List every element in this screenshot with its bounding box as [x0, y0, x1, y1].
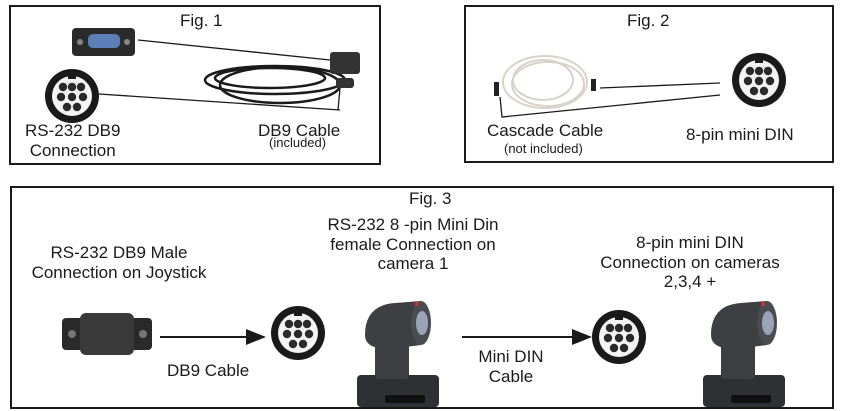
mini-din-connector-fig1 — [45, 69, 99, 123]
fig3-cameras-label-line1: 8-pin mini DIN — [636, 233, 744, 252]
fig1-frame — [9, 5, 381, 165]
fig3-cameras-label-line3: 2,3,4 + — [663, 272, 717, 292]
leader-line — [337, 87, 341, 111]
fig3-joystick-label-line1: RS-232 DB9 Male — [50, 243, 188, 262]
db9-female-port-image — [72, 28, 135, 56]
fig1-cable-note: (included) — [269, 135, 327, 150]
fig3-mini-din-cable-line2: Cable — [488, 366, 534, 386]
mini-din-connector-camera1 — [271, 306, 325, 360]
mini-din-connector-fig2 — [732, 53, 786, 107]
fig2-cable-note: (not included) — [504, 141, 583, 156]
fig3-camera1-label-line1: RS-232 8 -pin Mini Din — [327, 215, 499, 234]
fig1-port-label: RS-232 DB9 Connection — [25, 121, 120, 160]
fig3-camera1-label-line3: camera 1 — [377, 254, 449, 274]
leader-line — [499, 94, 721, 118]
fig1-cable-label: DB9 Cable — [258, 121, 341, 140]
fig1-port-label-line2: Connection — [29, 140, 116, 160]
fig2-cable-label: Cascade Cable — [487, 121, 604, 140]
fig3-mini-din-cable-label: Mini DIN Cable — [466, 347, 556, 386]
db9-cable-image — [203, 52, 360, 105]
fig1-port-label-line1: RS-232 DB9 — [25, 121, 121, 140]
cascade-cable-image — [494, 55, 596, 109]
fig2-frame — [464, 5, 834, 163]
fig3-joystick-label: RS-232 DB9 Male Connection on Joystick — [17, 243, 221, 282]
fig3-camera1-label: RS-232 8 -pin Mini Din female Connection… — [318, 215, 508, 274]
fig3-title: Fig. 3 — [409, 189, 452, 208]
fig3-db9-cable-label: DB9 Cable — [167, 361, 250, 380]
leader-line — [599, 82, 721, 89]
fig3-cameras-label-line2: Connection on cameras — [600, 252, 780, 272]
fig1-title: Fig. 1 — [180, 11, 223, 30]
leader-line — [137, 39, 331, 61]
leader-line — [98, 93, 341, 111]
fig3-joystick-label-line2: Connection on Joystick — [31, 262, 207, 282]
camera-2-image — [703, 301, 785, 407]
db9-male-port-image — [62, 313, 152, 355]
fig3-mini-din-cable-line1: Mini DIN — [478, 347, 544, 366]
fig3-frame — [10, 186, 834, 409]
mini-din-connector-cameras — [592, 310, 646, 364]
camera-1-image — [357, 301, 439, 407]
fig2-connector-label: 8-pin mini DIN — [686, 125, 794, 144]
fig2-title: Fig. 2 — [627, 11, 670, 30]
fig3-cameras-label: 8-pin mini DIN Connection on cameras 2,3… — [590, 233, 790, 292]
fig3-camera1-label-line2: female Connection on — [330, 234, 496, 254]
